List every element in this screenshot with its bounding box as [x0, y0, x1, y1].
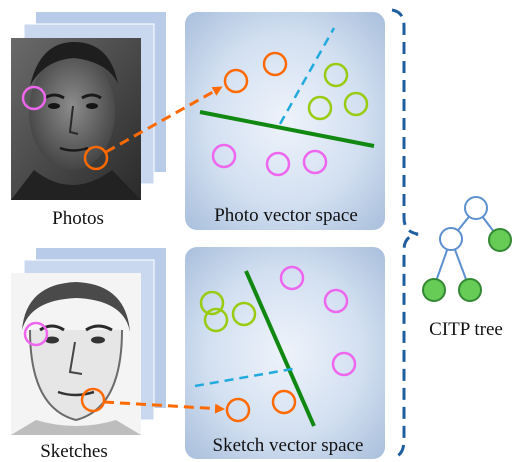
tree-internal-node: [439, 227, 463, 251]
tree-root-node: [464, 196, 488, 220]
photo-hair: [30, 42, 118, 86]
sketch-nose: [68, 341, 83, 375]
citp-tree-label: CITP tree: [429, 319, 503, 340]
sketch-right-brow: [85, 324, 113, 332]
photo-face-image: [11, 38, 141, 200]
photo-magenta-point: [265, 151, 291, 177]
sketch-mouth: [57, 390, 95, 397]
photo-vector-space-label: Photo vector space: [214, 205, 358, 226]
photo-orange-point: [223, 68, 249, 94]
photo-to-space-arrow: [105, 86, 223, 154]
sketches-label: Sketches: [40, 441, 108, 462]
photo-right-brow: [81, 93, 102, 100]
sketch-face-image: [11, 273, 141, 435]
photo-cyan-separator: [278, 27, 336, 125]
photo-mouth: [59, 146, 89, 152]
photo-green-separator: [199, 110, 375, 148]
photo-right-eye: [86, 103, 98, 109]
photo-orange-patch-circle: [83, 145, 109, 171]
tree-leaf-node: [422, 278, 446, 302]
citp-tree: CITP tree: [422, 196, 512, 340]
sketch-left-eye: [45, 336, 59, 344]
sketch-lime-point: [231, 301, 257, 327]
tree-leaf-node: [458, 278, 482, 302]
photo-lime-point: [343, 91, 369, 117]
sketch-vector-space-label: Sketch vector space: [213, 435, 364, 456]
sketch-shoulders: [11, 420, 141, 435]
sketch-to-space-arrow: [103, 400, 225, 414]
photo-orange-point: [262, 51, 288, 77]
tree-icon: [422, 196, 512, 302]
sketch-magenta-point: [323, 288, 349, 314]
sketch-green-separator: [244, 270, 316, 427]
sketch-orange-point: [225, 397, 251, 423]
photo-lime-point: [307, 95, 333, 121]
sketch-lime-point: [203, 307, 229, 333]
photo-lime-point: [323, 62, 349, 88]
photo-stack: Photos: [11, 12, 166, 229]
sketch-cyan-separator: [194, 366, 299, 388]
sketch-panel-background: [185, 247, 385, 459]
sketch-magenta-patch-circle: [23, 321, 49, 347]
sketch-magenta-point: [279, 265, 305, 291]
photo-magenta-point: [302, 149, 328, 175]
photo-shoulders: [11, 170, 141, 200]
sketch-orange-patch-circle: [80, 387, 106, 413]
sketch-magenta-point: [331, 351, 357, 377]
sketch-orange-point: [271, 389, 297, 415]
sketch-face-outline: [29, 329, 123, 422]
photo-magenta-point: [211, 143, 237, 169]
photo-nose: [68, 105, 79, 135]
photo-magenta-patch-circle: [21, 85, 47, 111]
photo-left-eye: [48, 103, 60, 109]
photo-left-brow: [44, 93, 65, 100]
photo-panel-background: [185, 12, 385, 230]
sketch-hair: [22, 282, 130, 332]
grouping-bracket: [391, 8, 419, 460]
sketch-vector-space-panel: Sketch vector space: [185, 247, 385, 459]
photos-label: Photos: [52, 208, 104, 229]
sketch-lime-point: [199, 290, 225, 316]
tree-leaf-node: [488, 228, 512, 252]
sketch-left-brow: [39, 324, 65, 332]
sketch-stack: Sketches: [11, 248, 166, 462]
sketch-right-eye: [91, 336, 105, 344]
photo-vector-space-panel: Photo vector space: [185, 12, 385, 230]
